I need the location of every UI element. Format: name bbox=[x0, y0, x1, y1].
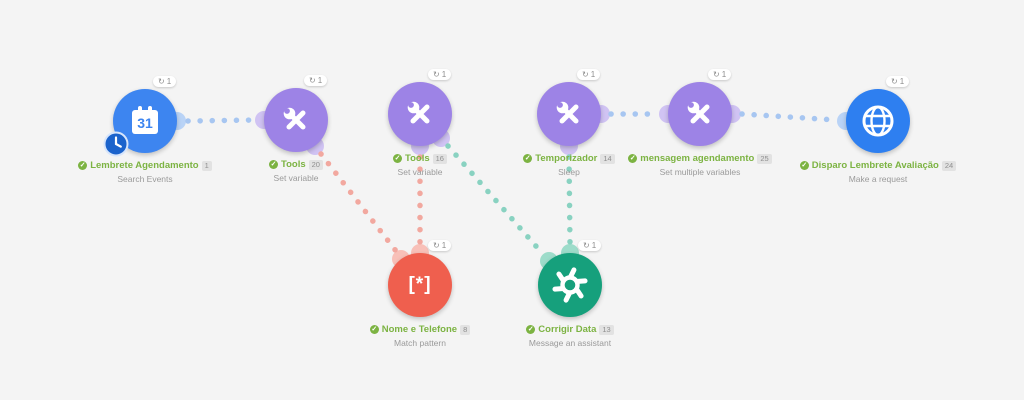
ops-badge: ↻1 bbox=[153, 76, 177, 87]
tools-icon bbox=[687, 101, 710, 124]
module-circle[interactable] bbox=[668, 82, 732, 146]
module-circle[interactable]: 31 bbox=[103, 89, 177, 157]
ops-badge: ↻1 bbox=[428, 240, 452, 251]
module-lembrete-agendamento[interactable]: ↻1 31 ✓ Lembrete Agendamento 1 bbox=[78, 76, 212, 184]
connection-tools16-to-corrigir-data[interactable] bbox=[445, 143, 545, 256]
module-label: Corrigir Data bbox=[538, 324, 597, 335]
connection-calendar-to-tools20[interactable] bbox=[185, 117, 257, 124]
calendar-day-number: 31 bbox=[137, 115, 153, 131]
google-calendar-icon: 31 bbox=[132, 106, 158, 134]
module-corrigir-data[interactable]: ↻1 ✓ Corrigir Data 13 Message an bbox=[526, 240, 614, 348]
cycles-icon: ↻ bbox=[891, 77, 898, 86]
cycles-icon: ↻ bbox=[433, 241, 440, 250]
tools-icon bbox=[283, 107, 306, 130]
module-mensagem-agendamento[interactable]: ↻1 ✓ mensagem agendamento 25 Set multipl… bbox=[628, 69, 772, 177]
module-id-badge: 13 bbox=[599, 324, 614, 335]
module-id-badge: 16 bbox=[432, 153, 447, 164]
module-circle[interactable] bbox=[388, 82, 452, 146]
module-action: Set multiple variables bbox=[659, 167, 741, 177]
module-disparo-lembrete-avaliacao[interactable]: ↻1 ✓ Disparo Lembrete Avaliação 24 Make … bbox=[799, 76, 957, 184]
cycles-icon: ↻ bbox=[583, 241, 590, 250]
module-label: Disparo Lembrete Avaliação bbox=[811, 160, 939, 171]
tools-icon bbox=[407, 101, 430, 124]
cycles-icon: ↻ bbox=[582, 70, 589, 79]
checkmark-icon: ✓ bbox=[369, 325, 379, 334]
ops-badge: ↻1 bbox=[577, 69, 601, 80]
module-label: Tools bbox=[281, 159, 306, 170]
module-id-badge: 14 bbox=[600, 153, 615, 164]
module-title: ✓ Lembrete Agendamento 1 bbox=[35, 160, 255, 171]
checkmark-icon: ✓ bbox=[628, 154, 638, 163]
connection-corrigir-data-to-temporizador[interactable] bbox=[566, 154, 573, 246]
module-action: Set variable bbox=[397, 167, 443, 177]
cycles-icon: ↻ bbox=[713, 70, 720, 79]
checkmark-icon: ✓ bbox=[269, 160, 278, 169]
checkmark-icon: ✓ bbox=[393, 154, 402, 163]
module-label: Lembrete Agendamento bbox=[90, 160, 199, 171]
module-title: ✓ Disparo Lembrete Avaliação 24 bbox=[768, 160, 988, 171]
module-id-badge: 1 bbox=[201, 160, 212, 171]
module-circle[interactable] bbox=[846, 89, 910, 153]
clock-icon bbox=[103, 131, 129, 157]
ops-badge: ↻1 bbox=[886, 76, 910, 87]
module-id-badge: 8 bbox=[460, 324, 471, 335]
module-action: Match pattern bbox=[394, 338, 446, 348]
module-action: Message an assistant bbox=[528, 338, 612, 348]
checkmark-icon: ✓ bbox=[523, 154, 533, 163]
module-label: Tools bbox=[405, 153, 430, 164]
module-circle[interactable] bbox=[264, 88, 328, 152]
ops-badge: ↻1 bbox=[428, 69, 452, 80]
module-circle[interactable] bbox=[538, 253, 602, 317]
module-label: mensagem agendamento bbox=[640, 153, 755, 164]
module-temporizador[interactable]: ↻1 ✓ Temporizador 14 Sleep bbox=[523, 69, 615, 177]
openai-icon bbox=[552, 267, 588, 303]
checkmark-icon: ✓ bbox=[78, 161, 88, 170]
cycles-icon: ↻ bbox=[433, 70, 440, 79]
cycles-icon: ↻ bbox=[158, 77, 165, 86]
text-parser-icon: [*] bbox=[408, 274, 432, 295]
module-title: ✓ Tools 20 bbox=[186, 159, 406, 170]
module-action: Sleep bbox=[558, 167, 580, 177]
module-tools-16[interactable]: ↻1 ✓ Tools 16 Set variable bbox=[388, 69, 452, 177]
module-action: Set variable bbox=[273, 173, 319, 183]
module-circle[interactable]: [*] bbox=[388, 253, 452, 317]
module-title: ✓ Tools 16 bbox=[310, 153, 530, 164]
checkmark-icon: ✓ bbox=[799, 161, 809, 170]
module-action: Make a request bbox=[848, 174, 908, 184]
cycles-icon: ↻ bbox=[309, 76, 316, 85]
module-id-badge: 24 bbox=[941, 160, 957, 171]
ops-badge: ↻1 bbox=[708, 69, 732, 80]
tools-icon bbox=[556, 101, 579, 124]
ops-badge: ↻1 bbox=[304, 75, 328, 86]
module-title: ✓ Nome e Telefone 8 bbox=[310, 324, 530, 335]
module-title: ✓ mensagem agendamento 25 bbox=[590, 153, 810, 164]
module-label: Temporizador bbox=[535, 153, 598, 164]
module-id-badge: 20 bbox=[308, 159, 323, 170]
module-circle[interactable] bbox=[537, 82, 601, 146]
module-title: ✓ Corrigir Data 13 bbox=[460, 324, 680, 335]
connection-mensagem-to-disparo[interactable] bbox=[739, 111, 839, 123]
module-tools-20[interactable]: ↻1 ✓ Tools 20 Set variable bbox=[264, 75, 328, 183]
module-label: Nome e Telefone bbox=[381, 324, 458, 335]
globe-icon bbox=[862, 105, 894, 137]
checkmark-icon: ✓ bbox=[526, 325, 536, 334]
module-action: Search Events bbox=[117, 174, 173, 184]
ops-badge: ↻1 bbox=[578, 240, 602, 251]
module-nome-e-telefone[interactable]: ↻1 [*] ✓ Nome e Telefone 8 Match pattern bbox=[369, 240, 471, 348]
module-title: ✓ Temporizador 14 bbox=[459, 153, 679, 164]
module-id-badge: 25 bbox=[757, 153, 772, 164]
connection-tools20-to-nome-telefone[interactable] bbox=[318, 151, 399, 254]
